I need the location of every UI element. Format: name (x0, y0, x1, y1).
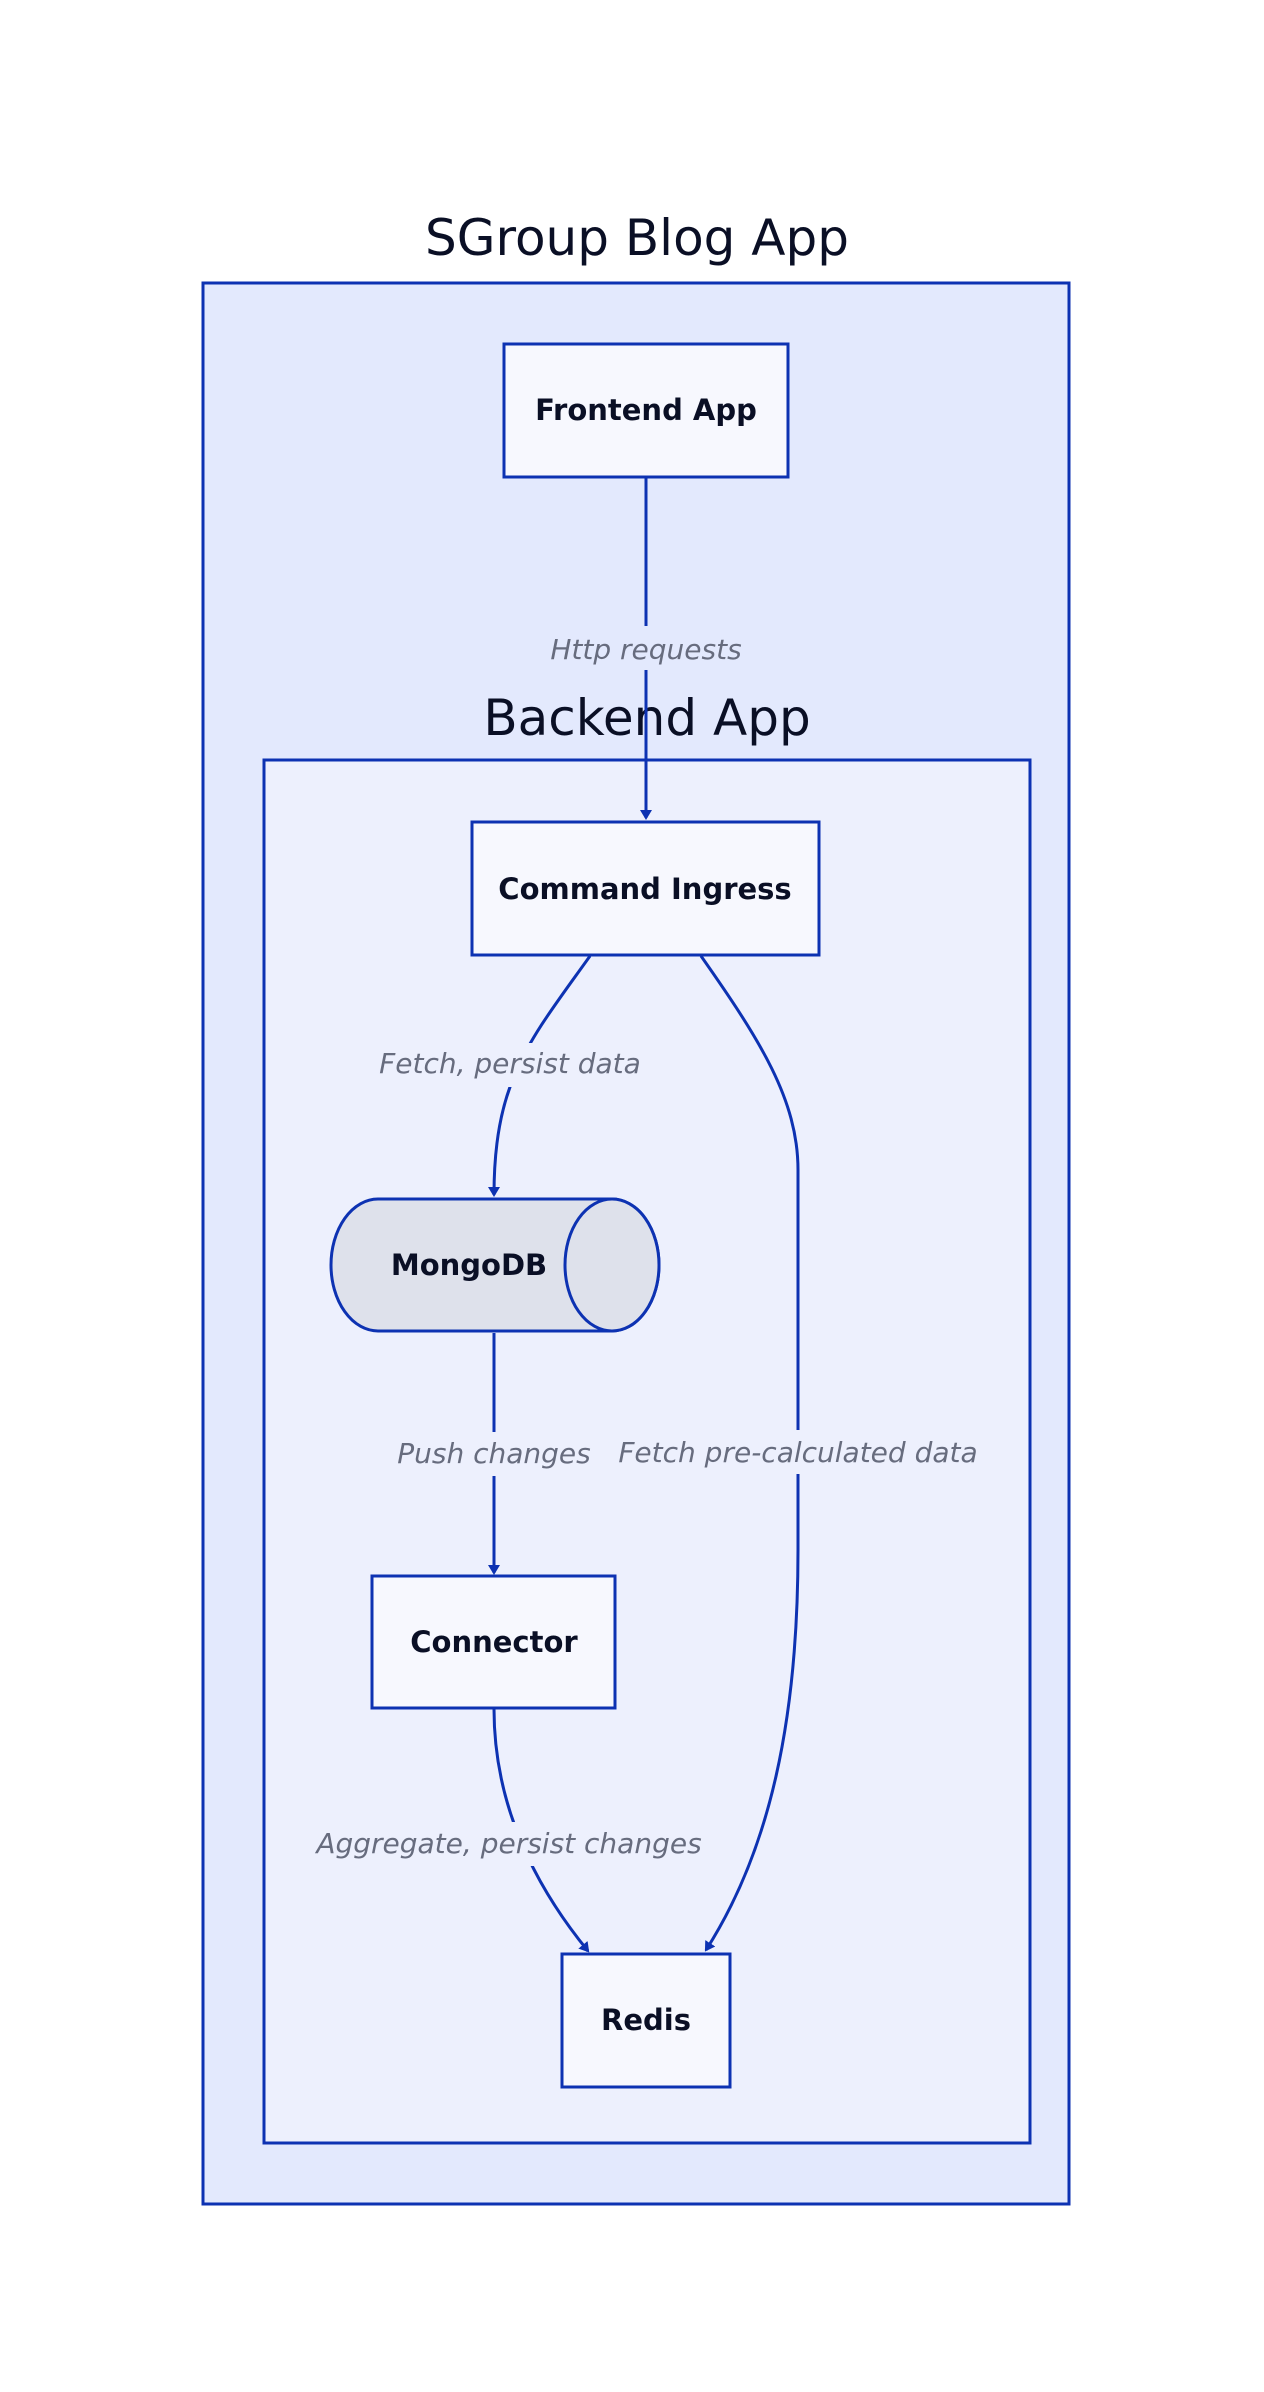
edge-http-requests: Http requests (550, 478, 742, 820)
node-connector-label: Connector (410, 1625, 578, 1659)
edge-fetch-pre-calculated-data-label-bg (622, 1430, 974, 1474)
node-frontend-app[interactable]: Frontend App (502, 342, 790, 479)
edge-fetch-pre-calculated-data-line (699, 955, 800, 1952)
node-command-ingress-box[interactable] (470, 820, 821, 957)
node-command-ingress[interactable]: Command Ingress (470, 820, 821, 957)
edge-push-changes-label: Push changes (397, 1437, 591, 1470)
edge-fetch-persist-data: Fetch, persist data (379, 955, 641, 1197)
node-mongodb[interactable]: MongoDB (329, 1197, 661, 1333)
node-mongodb-label: MongoDB (391, 1248, 547, 1282)
node-redis-box[interactable] (560, 1952, 732, 2089)
node-connector[interactable]: Connector (370, 1574, 617, 1710)
edge-aggregate-persist-changes: Aggregate, persist changes (314, 1708, 702, 1953)
edge-fetch-persist-data-label: Fetch, persist data (379, 1047, 641, 1080)
node-redis-label: Redis (601, 2003, 691, 2037)
edge-push-changes-label-bg (396, 1432, 592, 1476)
node-command-ingress-label: Command Ingress (498, 872, 791, 906)
node-frontend-app-label: Frontend App (535, 393, 757, 427)
edge-http-requests-label: Http requests (550, 633, 741, 666)
edge-fetch-persist-data-label-bg (382, 1043, 638, 1087)
edge-aggregate-persist-changes-label: Aggregate, persist changes (314, 1827, 701, 1860)
node-redis[interactable]: Redis (560, 1952, 732, 2089)
edge-aggregate-persist-changes-label-bg (326, 1822, 692, 1866)
mongodb-cylinder-cap (563, 1197, 661, 1333)
node-connector-box[interactable] (370, 1574, 617, 1710)
node-frontend-app-box[interactable] (502, 342, 790, 479)
container-outer-title: SGroup Blog App (425, 209, 849, 267)
edge-http-requests-label-bg (552, 626, 742, 670)
edge-fetch-pre-calculated-data-label: Fetch pre-calculated data (618, 1436, 977, 1469)
edge-fetch-pre-calculated-data: Fetch pre-calculated data (618, 955, 978, 1952)
edge-push-changes: Push changes (396, 1333, 592, 1575)
